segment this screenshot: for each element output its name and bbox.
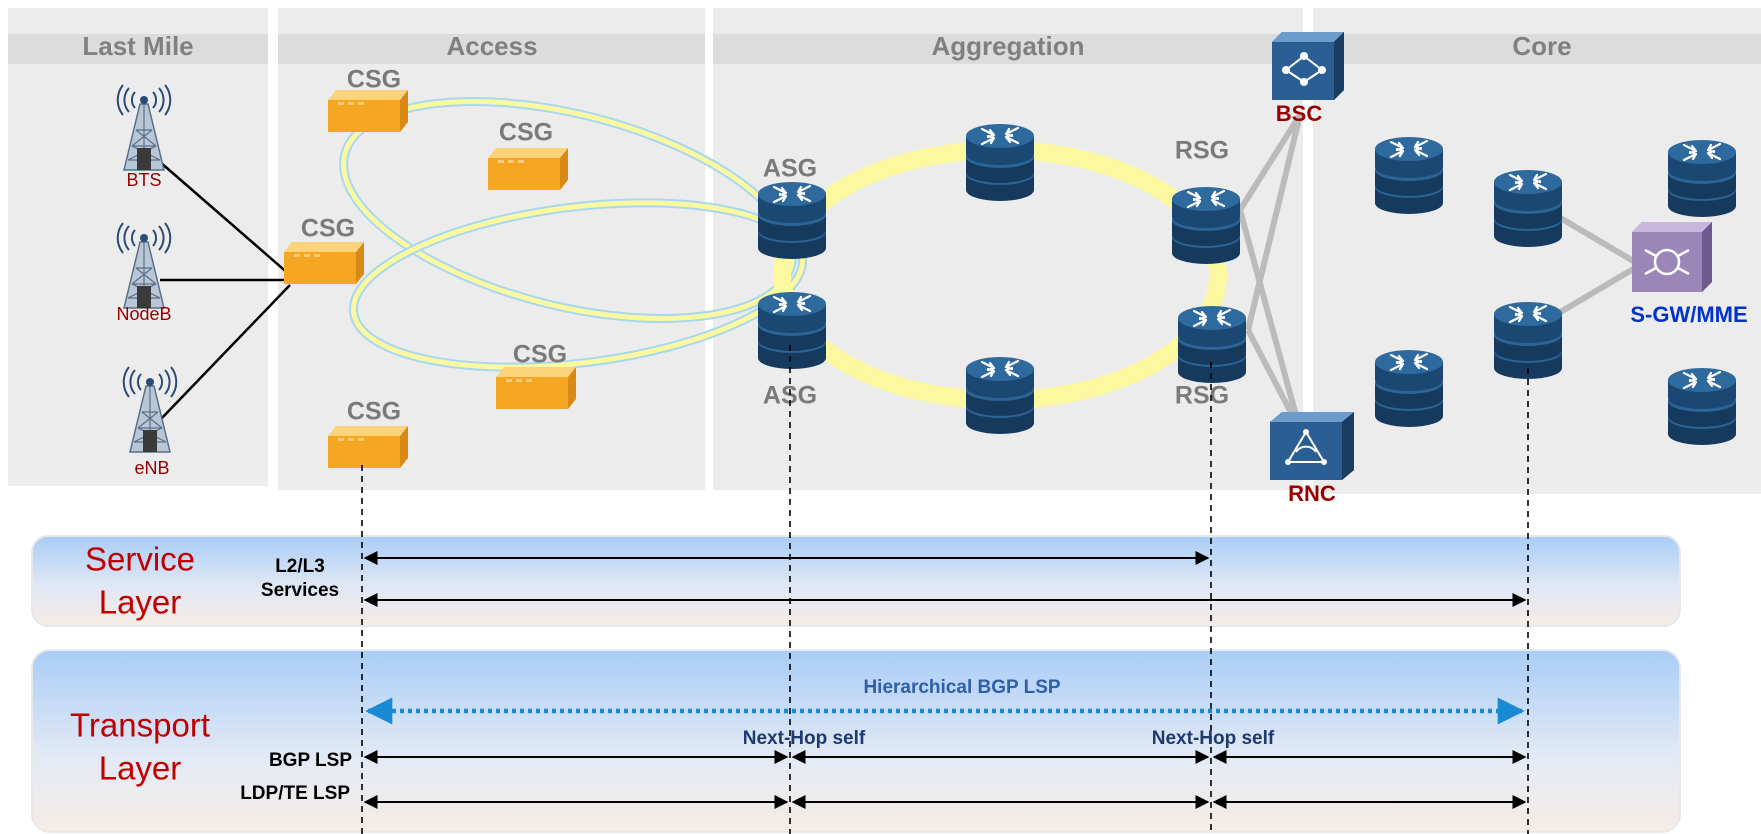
label-csg-2: CSG [499,119,553,147]
hierarchical-bgp-lsp-label: Hierarchical BGP LSP [863,677,1060,698]
label-sgw-mme: S-GW/MME [1630,302,1747,327]
core-router-icon-3 [1666,138,1738,219]
agg-router-icon-bottom [964,355,1036,436]
label-csg-4: CSG [513,341,567,369]
csg-icon-2 [488,148,568,190]
core-router-icon-5 [1373,348,1445,429]
core-router-icon-2 [1492,168,1564,249]
zone-title-core: Core [1512,31,1571,61]
label-csg-3: CSG [301,215,355,243]
rsg-router-icon-2 [1176,304,1248,385]
label-asg-1: ASG [763,155,817,183]
label-bsc: BSC [1276,101,1323,126]
zone-title-access: Access [446,31,537,61]
label-csg-5: CSG [347,398,401,426]
csg-icon-4 [496,367,576,409]
next-hop-self-label-1: Next-Hop self [743,728,866,749]
last-mile-links [159,161,291,421]
label-rnc: RNC [1288,481,1336,506]
transport-layer-panel: Transport Layer [31,649,1681,833]
zone-title-last-mile: Last Mile [82,31,193,61]
core-router-icon-6 [1666,366,1738,447]
next-hop-self-label-2: Next-Hop self [1152,728,1275,749]
transport-layer-title-2: Layer [99,750,182,787]
service-label-2: Services [261,580,339,601]
label-enb: eNB [134,458,169,478]
zone-last-mile: Last Mile [8,8,268,486]
label-nodeb: NodeB [116,304,171,324]
csg-icon-1 [328,90,408,132]
bsc-switch-icon [1272,32,1344,100]
core-router-icon-1 [1373,135,1445,216]
ldp-te-lsp-label: LDP/TE LSP [240,783,350,804]
core-router-icon-4 [1492,300,1564,381]
service-layer-panel: Service Layer L2/L3 Services [31,535,1681,627]
asg-router-icon-1 [756,180,828,261]
sgw-mme-icon [1632,222,1712,292]
rnc-controller-icon [1270,412,1354,480]
asg-router-icon-2 [756,290,828,371]
agg-router-icon-top [964,122,1036,203]
csg-icon-5 [328,426,408,468]
label-rsg-1: RSG [1175,137,1229,165]
service-label-1: L2/L3 [275,556,325,577]
label-csg-1: CSG [347,66,401,94]
csg-icon-3 [284,242,364,284]
bgp-lsp-label: BGP LSP [269,750,352,771]
zone-title-aggregation: Aggregation [931,31,1084,61]
service-arrows [363,551,1527,607]
label-rsg-2: RSG [1175,382,1229,410]
service-layer-title-2: Layer [99,584,182,621]
rsg-router-icon-1 [1170,185,1242,266]
label-bts: BTS [126,170,161,190]
service-layer-title-1: Service [85,541,195,578]
transport-layer-title-1: Transport [70,707,210,744]
